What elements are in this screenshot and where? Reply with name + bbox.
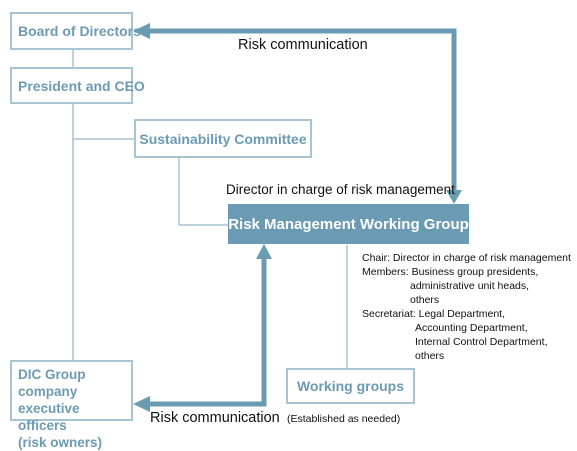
risk-comm-top-line [150, 28, 457, 192]
risk-communication-top-label: Risk communication [238, 37, 368, 53]
secretariat-detail-3: Internal Control Department, [415, 336, 548, 348]
president-ceo-label: President and CEO [18, 77, 145, 94]
arrowhead-left-board [133, 23, 150, 39]
sustainability-committee-label: Sustainability Committee [139, 130, 307, 147]
board-of-directors-box: Board of Directors [10, 12, 141, 50]
risk-communication-bottom-label: Risk communication [150, 410, 280, 426]
working-groups-box: Working groups [286, 368, 415, 404]
secretariat-detail-1: Secretariat: Legal Department, [362, 308, 505, 320]
members-detail-3: others [410, 294, 440, 306]
members-detail-1: Members: Business group presidents, [362, 266, 539, 278]
risk-management-working-group-label: Risk Management Working Group [228, 215, 469, 233]
connector-lines [72, 23, 462, 412]
secretariat-detail-2: Accounting Department, [415, 322, 528, 334]
dic-line-3: (risk owners) [18, 435, 103, 450]
president-ceo-box: President and CEO [10, 67, 145, 104]
working-groups-label: Working groups [296, 378, 405, 394]
board-of-directors-label: Board of Directors [18, 23, 141, 39]
arrowhead-up-rmwg [256, 244, 272, 259]
arrowhead-left-dic [133, 396, 150, 412]
chair-detail: Chair: Director in charge of risk manage… [362, 252, 571, 264]
risk-management-working-group-box: Risk Management Working Group [228, 204, 469, 244]
established-as-needed-label: (Established as needed) [287, 413, 401, 425]
sustainability-committee-box: Sustainability Committee [134, 119, 312, 158]
arrowhead-down-rmwg [446, 190, 462, 204]
secretariat-detail-4: others [415, 350, 445, 362]
dic-line-2: executive officers [18, 401, 80, 433]
dic-line-1: DIC Group company [18, 367, 86, 399]
risk-comm-bottom-line [150, 257, 267, 407]
dic-group-officers-box: DIC Group company executive officers (ri… [10, 360, 133, 450]
members-detail-2: administrative unit heads, [410, 280, 530, 292]
director-in-charge-label: Director in charge of risk management [226, 182, 455, 197]
